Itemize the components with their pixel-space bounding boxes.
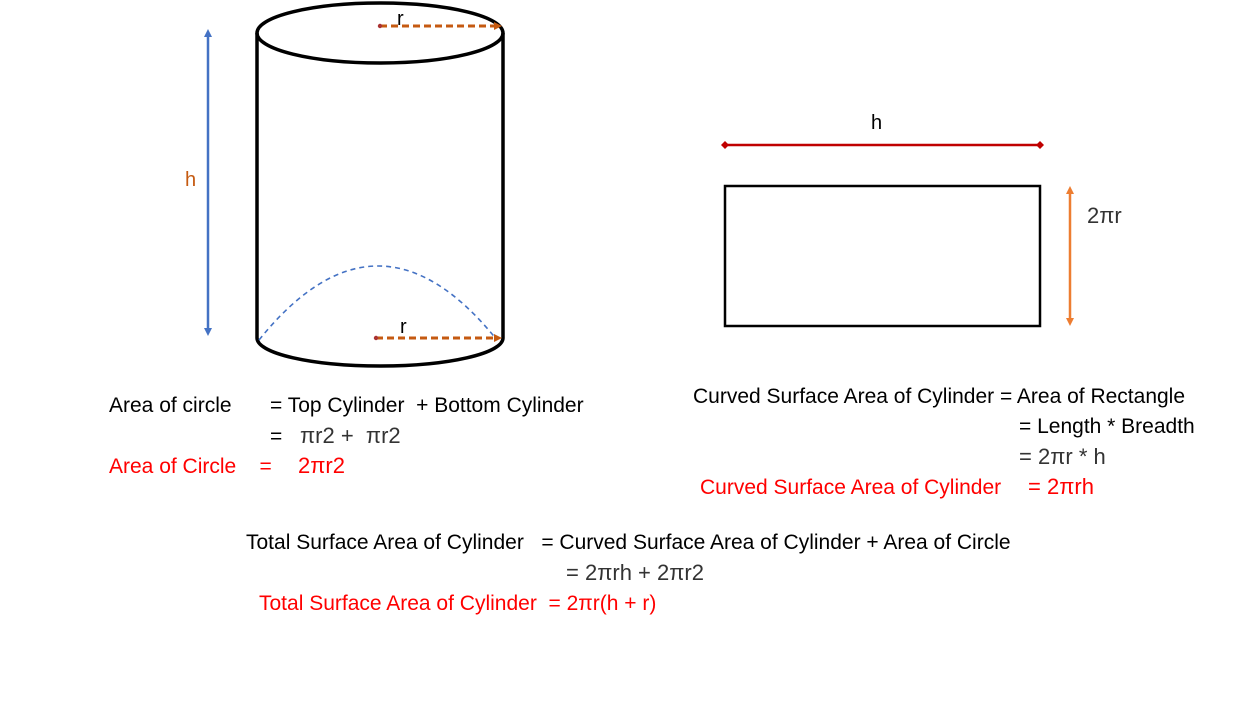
curved-surface-result-label: Curved Surface Area of Cylinder — [700, 476, 1002, 499]
curved-surface-line2: = Length * Breadth — [1019, 415, 1195, 438]
total-surface-line1: Total Surface Area of Cylinder = Curved … — [246, 531, 1011, 554]
area-circle-result-value: 2πr2 — [298, 453, 345, 478]
cylinder-top-radius-label: r — [397, 8, 404, 30]
unrolled-rectangle — [723, 184, 1042, 328]
rectangle-width-label: h — [871, 112, 883, 134]
area-circle-line1-left: Area of circle — [109, 394, 232, 417]
curved-surface-line1: Curved Surface Area of Cylinder = Area o… — [693, 385, 1186, 408]
curved-surface-result-value: = 2πrh — [1028, 474, 1094, 499]
rectangle-height-label: 2πr — [1087, 203, 1122, 228]
rectangle-figure — [721, 141, 1074, 328]
cylinder-figure — [204, 1, 505, 368]
area-circle-line2-eq: = — [270, 425, 283, 448]
curved-surface-line3: = 2πr * h — [1019, 444, 1106, 469]
area-circle-line2-expr: πr2 + πr2 — [300, 423, 401, 448]
cylinder-body — [255, 33, 505, 368]
area-circle-line1-right: = Top Cylinder + Bottom Cylinder — [270, 394, 584, 417]
total-surface-line2: = 2πrh + 2πr2 — [566, 560, 704, 585]
cylinder-bottom-radius-label: r — [400, 316, 407, 338]
cylinder-bottom-dashed-arc — [258, 265, 498, 341]
area-circle-result-label: Area of Circle = — [109, 455, 272, 478]
cylinder-top-ellipse — [255, 1, 505, 65]
cylinder-height-label: h — [185, 169, 197, 191]
total-surface-result: Total Surface Area of Cylinder = 2πr(h +… — [259, 592, 657, 615]
